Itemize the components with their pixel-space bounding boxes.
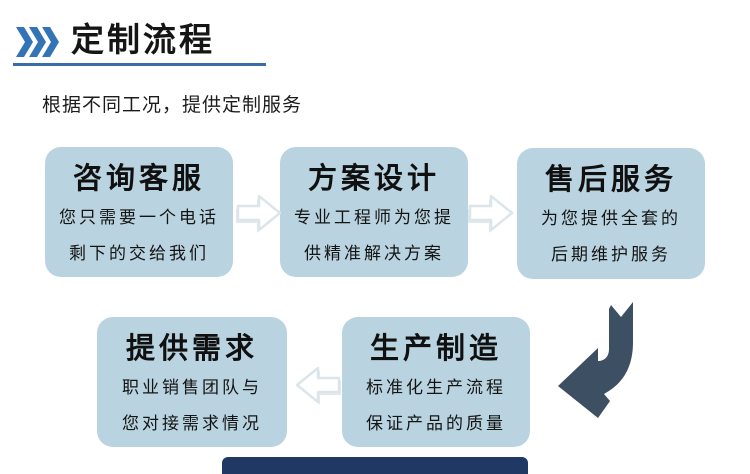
triple-chevron-icon: [15, 27, 59, 57]
arrow-bend-down-left-icon: [554, 297, 638, 423]
arrow-right-icon: [468, 189, 518, 237]
step-card-aftersale: 售后服务 为您提供全套的 后期维护服务: [517, 148, 705, 279]
step-desc-line: 剩下的交给我们: [69, 244, 209, 263]
step-desc-line: 供精准解决方案: [304, 244, 444, 263]
step-title: 咨询客服: [72, 163, 205, 195]
step-card-requirements: 提供需求 职业销售团队与 您对接需求情况: [97, 317, 287, 447]
step-card-consult: 咨询客服 您只需要一个电话 剩下的交给我们: [45, 147, 233, 277]
step-card-design: 方案设计 专业工程师为您提 供精准解决方案: [280, 147, 468, 277]
step-desc-line: 职业销售团队与: [122, 378, 262, 397]
section-subtitle: 根据不同工况，提供定制服务: [42, 95, 303, 116]
step-desc-line: 您只需要一个电话: [59, 208, 219, 227]
step-title: 提供需求: [125, 333, 258, 365]
step-desc-line: 标准化生产流程: [366, 378, 506, 397]
step-card-production: 生产制造 标准化生产流程 保证产品的质量: [342, 317, 530, 447]
step-desc-line: 为您提供全套的: [541, 209, 681, 228]
step-desc-line: 保证产品的质量: [366, 414, 506, 433]
step-title: 方案设计: [307, 163, 440, 195]
arrow-right-icon: [236, 189, 286, 237]
step-title: 售后服务: [544, 164, 677, 196]
page-title: 定制流程: [71, 21, 215, 58]
arrow-left-icon: [291, 361, 341, 409]
step-desc-line: 后期维护服务: [551, 245, 671, 264]
step-desc-line: 专业工程师为您提: [294, 208, 454, 227]
step-title: 生产制造: [369, 333, 502, 365]
title-underline: [13, 63, 266, 66]
next-section-bar: [222, 457, 528, 474]
step-desc-line: 您对接需求情况: [122, 414, 262, 433]
